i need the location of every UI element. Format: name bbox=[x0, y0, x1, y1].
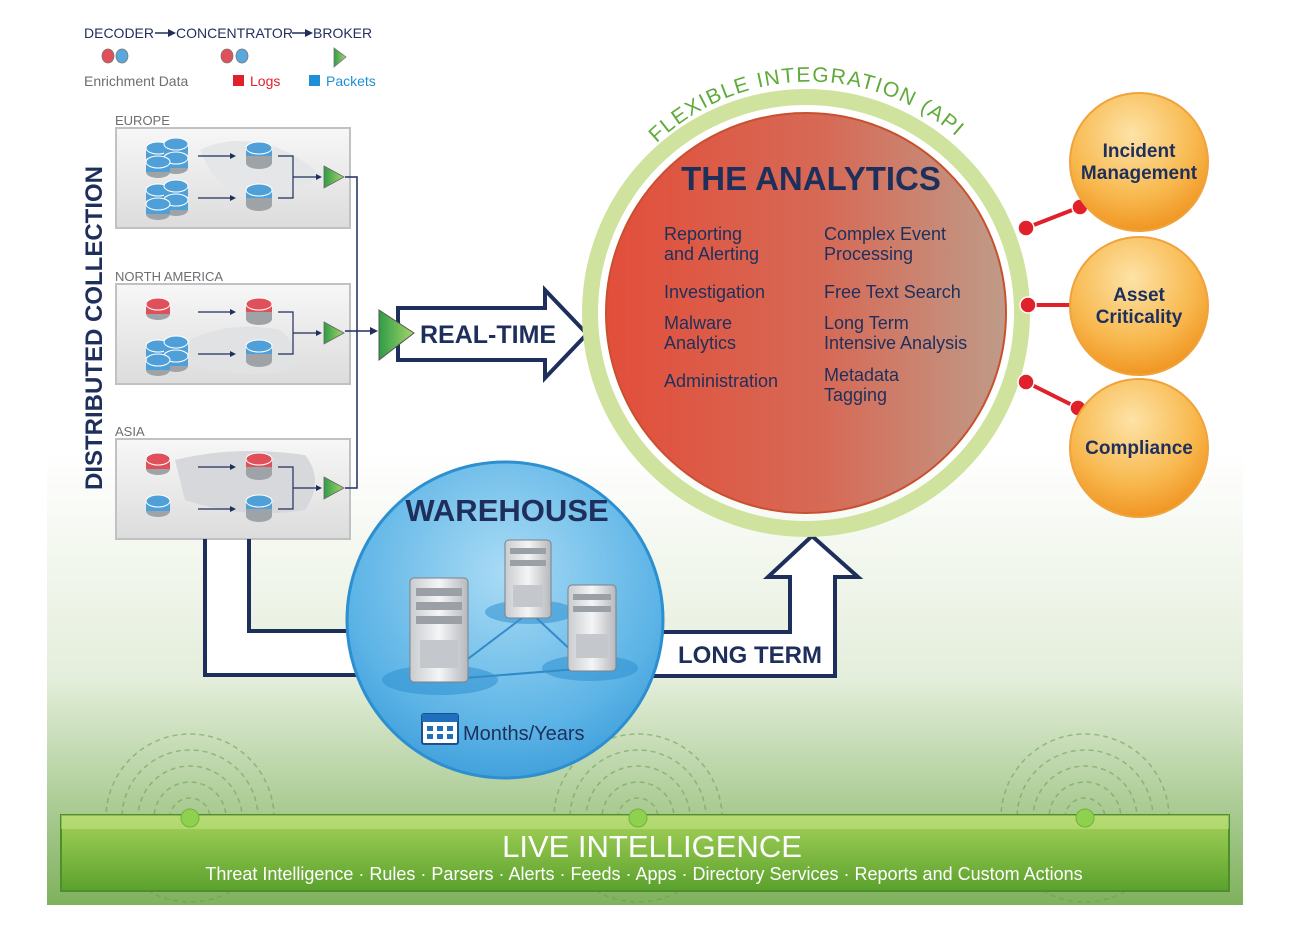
decoder-icon bbox=[101, 48, 129, 64]
region-asia: ASIA bbox=[115, 424, 351, 540]
server-icon bbox=[409, 577, 469, 683]
concentrator-icon bbox=[245, 183, 273, 211]
live-title: LIVE INTELLIGENCE bbox=[502, 829, 802, 864]
arrow-icon bbox=[230, 351, 236, 357]
realtime-label: REAL-TIME bbox=[420, 321, 556, 349]
flow-line bbox=[278, 311, 316, 355]
arrow-icon bbox=[316, 485, 322, 491]
legend-packets: Packets bbox=[326, 73, 376, 89]
arrow-icon bbox=[230, 195, 236, 201]
legend-enrichment: Enrichment Data bbox=[84, 73, 188, 89]
arrow-icon bbox=[305, 29, 313, 37]
region-label: NORTH AMERICA bbox=[115, 269, 223, 284]
connector-node bbox=[1017, 219, 1035, 237]
legend-logs: Logs bbox=[250, 73, 280, 89]
decoder-icon bbox=[145, 494, 171, 517]
warehouse-circle: WAREHOUSE bbox=[345, 460, 665, 780]
collection-flow-icons bbox=[145, 137, 345, 522]
decoder-icon bbox=[145, 335, 189, 376]
integration-circle: Compliance bbox=[1069, 378, 1209, 518]
signal-node bbox=[628, 808, 648, 828]
concentrator-icon bbox=[245, 339, 273, 367]
calendar-icon bbox=[421, 713, 459, 745]
region-north-america: NORTH AMERICA bbox=[115, 269, 351, 385]
analytics-right-item: Metadata bbox=[824, 365, 900, 385]
concentrator-icon bbox=[245, 494, 273, 522]
warehouse-title: WAREHOUSE bbox=[405, 493, 608, 528]
concentrator-icon bbox=[245, 452, 273, 480]
arrow-icon bbox=[316, 174, 322, 180]
arrow-icon bbox=[370, 327, 378, 335]
integrations: IncidentManagementAssetCriticalityCompli… bbox=[1017, 92, 1209, 518]
signal-node bbox=[180, 808, 200, 828]
connector-line bbox=[1025, 380, 1079, 410]
decoder-icon bbox=[145, 452, 171, 475]
distributed-collection-title: DISTRIBUTED COLLECTION bbox=[81, 166, 108, 490]
arrow-icon bbox=[230, 506, 236, 512]
analytics-right-item: Long Term bbox=[824, 313, 909, 333]
integration-label: Incident bbox=[1103, 141, 1177, 162]
arrow-icon bbox=[230, 464, 236, 470]
packets-swatch bbox=[309, 75, 320, 86]
connector-line bbox=[1025, 205, 1081, 230]
server-icon bbox=[504, 539, 552, 619]
legend: DECODER CONCENTRATOR BROKER Enrichment D… bbox=[84, 25, 376, 89]
warehouse-feed-path bbox=[203, 539, 367, 677]
legend-concentrator: CONCENTRATOR bbox=[176, 25, 293, 41]
analytics-left-item: Investigation bbox=[664, 282, 765, 302]
legend-decoder: DECODER bbox=[84, 25, 154, 41]
realtime-arrow: REAL-TIME bbox=[378, 285, 590, 383]
concentrator-icon bbox=[220, 48, 249, 64]
live-items: Threat Intelligence · Rules · Parsers · … bbox=[205, 864, 1082, 884]
signal-node bbox=[1075, 808, 1095, 828]
analytics-right-item: Complex Event bbox=[824, 224, 946, 244]
broker-collector-lines bbox=[345, 176, 370, 489]
analytics-right-item: Free Text Search bbox=[824, 282, 961, 302]
arrow-icon bbox=[168, 29, 176, 37]
region-label: ASIA bbox=[115, 424, 145, 439]
analytics-left-item: Administration bbox=[664, 371, 778, 391]
integration-label: Compliance bbox=[1085, 438, 1193, 459]
analytics-right-item: Intensive Analysis bbox=[824, 333, 967, 353]
legend-broker: BROKER bbox=[313, 25, 372, 41]
connector-node bbox=[1019, 296, 1037, 314]
live-intelligence-bar: LIVE INTELLIGENCE Threat Intelligence · … bbox=[60, 814, 1230, 892]
logs-swatch bbox=[233, 75, 244, 86]
arrow-icon bbox=[230, 309, 236, 315]
integration-label: Criticality bbox=[1096, 307, 1183, 328]
broker-icon bbox=[323, 321, 345, 345]
server-icon bbox=[567, 584, 617, 672]
broker-icon bbox=[323, 476, 345, 500]
arrow-icon bbox=[316, 330, 322, 336]
analytics-left-item: Analytics bbox=[664, 333, 736, 353]
integration-label: Management bbox=[1081, 163, 1198, 184]
warehouse-caption: Months/Years bbox=[463, 723, 585, 745]
decoder-icon bbox=[145, 137, 189, 178]
connector-node bbox=[1017, 373, 1035, 391]
analytics-right-item: Tagging bbox=[824, 385, 887, 405]
analytics-left-item: Malware bbox=[664, 313, 732, 333]
concentrator-icon bbox=[245, 297, 273, 325]
decoder-icon bbox=[145, 297, 171, 320]
analytics-right-item: Processing bbox=[824, 244, 913, 264]
integration-label: Asset bbox=[1113, 285, 1165, 306]
arrow-icon bbox=[230, 153, 236, 159]
long-term-label: LONG TERM bbox=[678, 642, 822, 669]
analytics-left-item: Reporting bbox=[664, 224, 742, 244]
concentrator-icon bbox=[245, 141, 273, 169]
flow-line bbox=[278, 155, 316, 199]
broker-icon bbox=[323, 165, 345, 189]
decoder-icon bbox=[145, 179, 189, 220]
long-term-arrow: LONG TERM bbox=[638, 533, 864, 678]
flow-line bbox=[278, 466, 316, 510]
region-label: EUROPE bbox=[115, 113, 170, 128]
analytics-left-item: and Alerting bbox=[664, 244, 759, 264]
broker-icon bbox=[333, 47, 347, 68]
analytics-title: THE ANALYTICS bbox=[681, 160, 941, 197]
